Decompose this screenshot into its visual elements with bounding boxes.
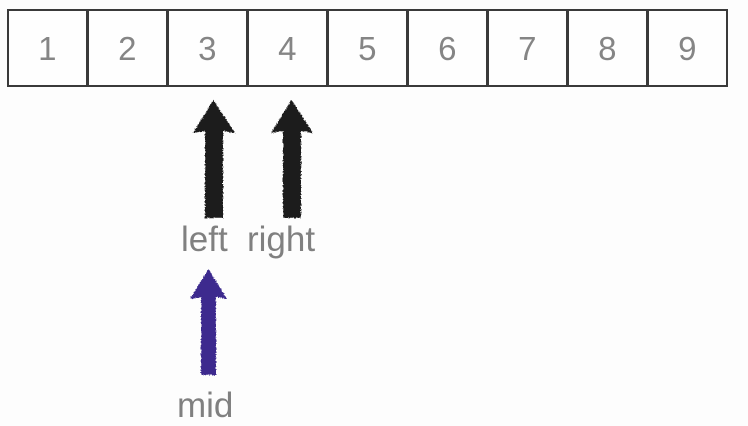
array-cell-value: 9 [678,29,697,67]
array-cell-value: 7 [518,29,537,67]
array-cell: 9 [647,9,728,87]
array-cell-value: 4 [278,29,297,67]
array-cell-value: 8 [598,29,617,67]
array-cell: 8 [567,9,648,87]
array-strip: 1 2 3 4 5 6 7 8 9 [7,9,728,87]
left-pointer-arrow-icon [190,98,238,220]
array-cell: 6 [407,9,488,87]
mid-pointer-arrow-icon [186,266,231,378]
array-cell-value: 3 [198,29,217,67]
array-cell: 4 [247,9,328,87]
array-cell: 2 [87,9,168,87]
right-pointer-label: right [247,220,316,259]
array-cell: 7 [487,9,568,87]
right-pointer-arrow-icon [268,98,316,220]
array-cell-value: 6 [438,29,457,67]
array-cell-value: 5 [358,29,377,67]
left-pointer-label: left [181,220,228,259]
array-cell-value: 2 [118,29,137,67]
array-cell: 3 [167,9,248,87]
array-cell-value: 1 [38,29,57,67]
mid-pointer-label: mid [177,386,234,425]
array-cell: 5 [327,9,408,87]
array-cell: 1 [7,9,88,87]
